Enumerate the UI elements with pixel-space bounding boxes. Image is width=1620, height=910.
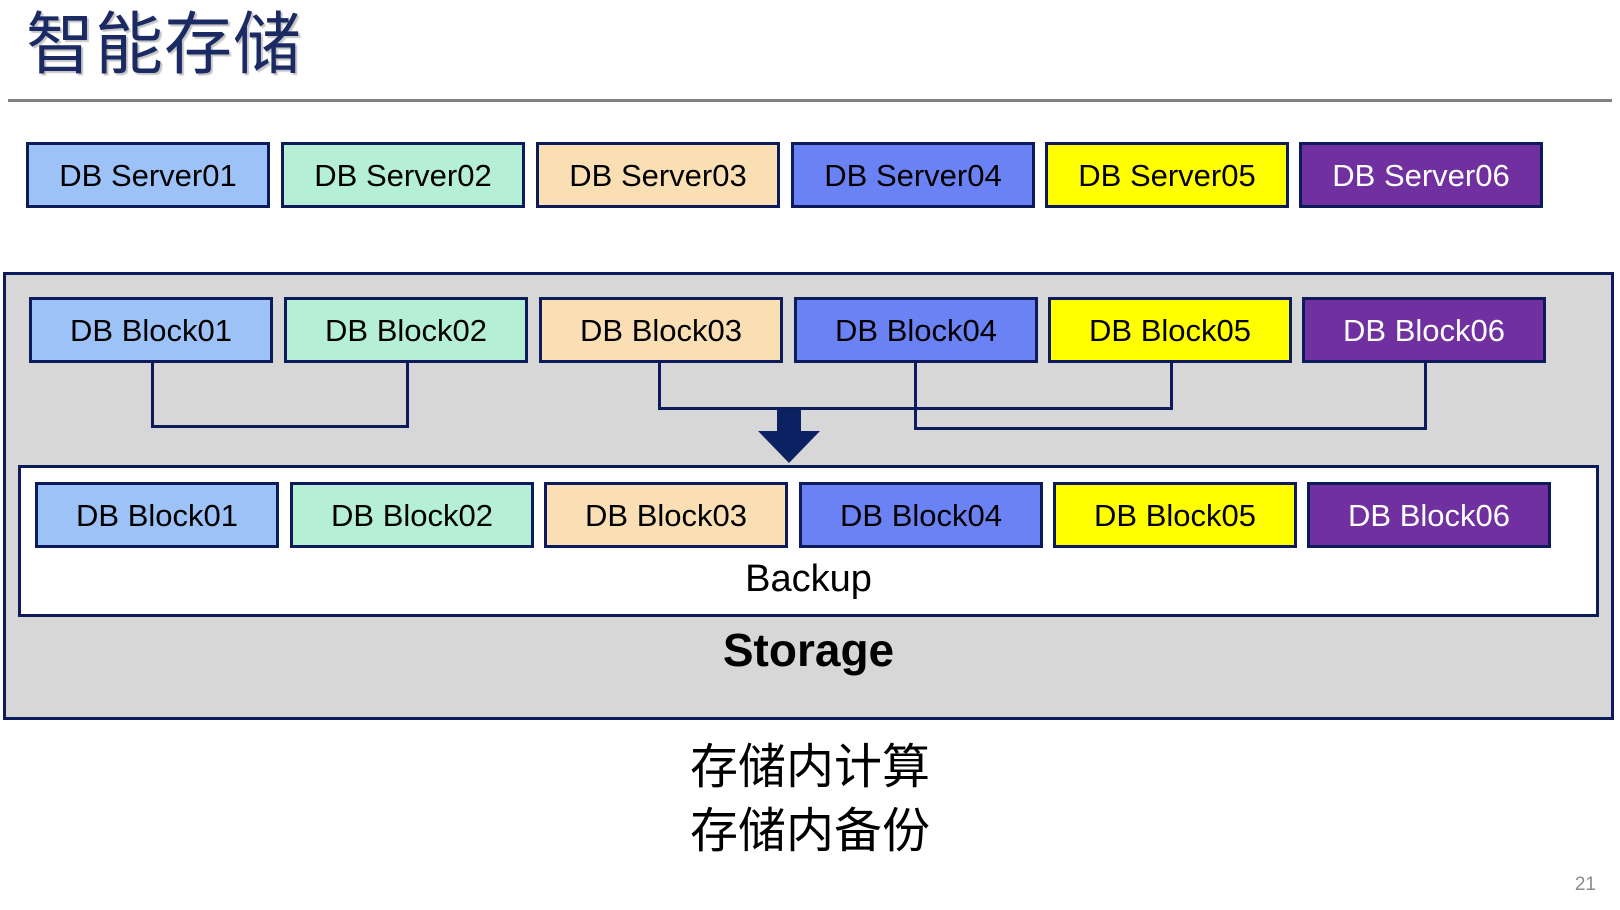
backup-block-box-4[interactable]: DB Block04 bbox=[799, 482, 1043, 548]
block01-to-block02-left-leg bbox=[151, 363, 154, 425]
db-block-box-1[interactable]: DB Block01 bbox=[29, 297, 273, 363]
db-block-box-label: DB Block02 bbox=[325, 312, 487, 348]
db-block-box-label: DB Block01 bbox=[70, 312, 232, 348]
backup-block-box-label: DB Block05 bbox=[1094, 497, 1256, 533]
block01-to-block02-right-leg bbox=[406, 363, 409, 425]
storage-panel: DB Block01 DB Block02 DB Block03 DB Block04… bbox=[3, 272, 1614, 720]
db-server-box-6[interactable]: DB Server06 bbox=[1299, 142, 1543, 208]
arrow-stem bbox=[777, 409, 801, 433]
block03-to-block05-right-leg bbox=[1170, 363, 1173, 407]
db-server-box-label: DB Server05 bbox=[1078, 157, 1256, 193]
db-block-box-label: DB Block05 bbox=[1089, 312, 1251, 348]
caption-line-2: 存储内备份 bbox=[689, 805, 930, 858]
backup-label: Backup bbox=[745, 558, 872, 600]
db-block-box-3[interactable]: DB Block03 bbox=[539, 297, 783, 363]
db-server-box-label: DB Server01 bbox=[59, 157, 237, 193]
page-title: 智能存储 bbox=[26, 7, 303, 83]
caption-line-1: 存储内计算 bbox=[689, 741, 930, 794]
backup-block-box-label: DB Block04 bbox=[840, 497, 1002, 533]
storage-label: Storage bbox=[722, 624, 895, 676]
backup-block-box-6[interactable]: DB Block06 bbox=[1307, 482, 1551, 548]
block04-to-block06-cross-bar bbox=[914, 427, 1427, 430]
backup-block-box-label: DB Block01 bbox=[76, 497, 238, 533]
backup-panel: DB Block01 DB Block02 DB Block03 DB Block04… bbox=[18, 465, 1599, 617]
title-divider bbox=[8, 99, 1612, 102]
backup-block-box-label: DB Block02 bbox=[331, 497, 493, 533]
db-block-box-label: DB Block04 bbox=[835, 312, 997, 348]
db-server-box-label: DB Server06 bbox=[1332, 157, 1510, 193]
backup-block-box-label: DB Block06 bbox=[1348, 497, 1510, 533]
db-server-box-4[interactable]: DB Server04 bbox=[791, 142, 1035, 208]
db-block-box-5[interactable]: DB Block05 bbox=[1048, 297, 1292, 363]
arrow-head bbox=[758, 431, 820, 463]
block04-to-block06-left-leg bbox=[914, 363, 917, 427]
db-block-box-label: DB Block06 bbox=[1343, 312, 1505, 348]
db-block-box-label: DB Block03 bbox=[580, 312, 742, 348]
block04-to-block06-right-leg bbox=[1424, 363, 1427, 427]
db-server-box-2[interactable]: DB Server02 bbox=[281, 142, 525, 208]
block01-to-block02-cross-bar bbox=[151, 425, 409, 428]
caption-block: 存储内计算 存储内备份 bbox=[0, 736, 1620, 864]
db-block-box-4[interactable]: DB Block04 bbox=[794, 297, 1038, 363]
db-server-box-label: DB Server02 bbox=[314, 157, 492, 193]
page-number: 21 bbox=[1574, 874, 1596, 895]
backup-block-box-1[interactable]: DB Block01 bbox=[35, 482, 279, 548]
down-arrow-icon bbox=[758, 409, 820, 463]
backup-block-box-2[interactable]: DB Block02 bbox=[290, 482, 534, 548]
backup-block-box-5[interactable]: DB Block05 bbox=[1053, 482, 1297, 548]
db-server-box-label: DB Server03 bbox=[569, 157, 747, 193]
db-server-box-label: DB Server04 bbox=[824, 157, 1002, 193]
db-block-box-6[interactable]: DB Block06 bbox=[1302, 297, 1546, 363]
backup-block-box-3[interactable]: DB Block03 bbox=[544, 482, 788, 548]
db-server-box-1[interactable]: DB Server01 bbox=[26, 142, 270, 208]
backup-block-box-label: DB Block03 bbox=[585, 497, 747, 533]
db-server-box-5[interactable]: DB Server05 bbox=[1045, 142, 1289, 208]
block03-to-block05-left-leg bbox=[658, 363, 661, 407]
db-block-box-2[interactable]: DB Block02 bbox=[284, 297, 528, 363]
db-server-box-3[interactable]: DB Server03 bbox=[536, 142, 780, 208]
